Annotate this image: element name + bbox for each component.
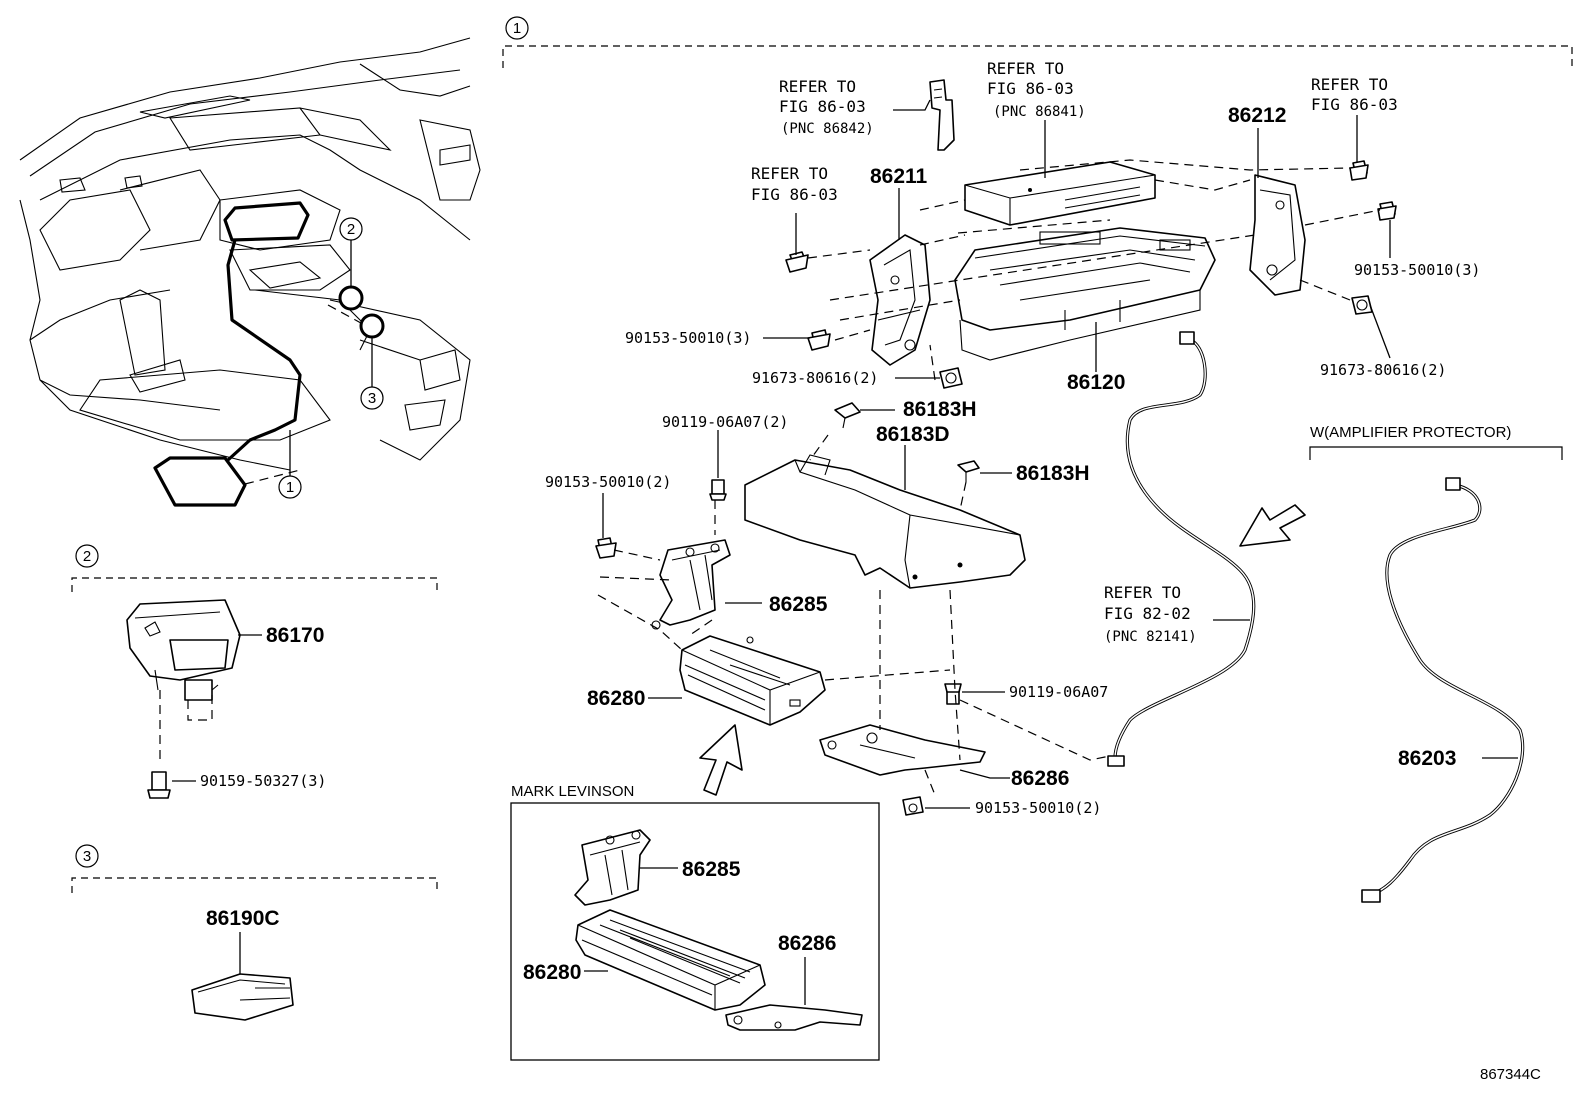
variant-label-amplifier-protector: W(AMPLIFIER PROTECTOR) bbox=[1310, 424, 1511, 441]
assembly-dashed-lines-top bbox=[807, 159, 1381, 381]
ml-part-number-86286: 86286 bbox=[778, 932, 836, 955]
part-86190C-illustration bbox=[191, 932, 294, 1021]
variant-label-mark-levinson: MARK LEVINSON bbox=[511, 783, 634, 800]
radio-receiver-86120-illustration bbox=[954, 227, 1216, 361]
svg-text:FIG 82-02: FIG 82-02 bbox=[1104, 604, 1191, 623]
ref-fig-86-03-left: REFER TO FIG 86-03 bbox=[751, 164, 838, 204]
svg-text:REFER TO: REFER TO bbox=[987, 59, 1064, 78]
svg-text:(PNC 82141): (PNC 82141) bbox=[1104, 629, 1197, 645]
part-number-86120: 86120 bbox=[1067, 371, 1125, 394]
clip-86183H-illustration bbox=[834, 402, 980, 482]
part-number-86286: 86286 bbox=[1011, 767, 1069, 790]
svg-text:FIG 86-03: FIG 86-03 bbox=[779, 97, 866, 116]
part-number-86203: 86203 bbox=[1398, 747, 1456, 770]
svg-text:3: 3 bbox=[83, 848, 91, 865]
overview-marker-3: 3 bbox=[360, 386, 384, 410]
bracket-86285-illustration bbox=[651, 539, 731, 630]
wire-86203-illustration bbox=[1361, 477, 1525, 903]
ml-bracket-86285-illustration bbox=[574, 829, 651, 906]
direction-arrow-ml bbox=[699, 724, 743, 796]
amplifier-cover-86183D-illustration bbox=[744, 454, 1026, 589]
ml-amplifier-86280-illustration bbox=[575, 909, 766, 1011]
svg-text:REFER TO: REFER TO bbox=[751, 164, 828, 183]
amplifier-protector-bracket bbox=[1309, 446, 1563, 460]
part-number-86170: 86170 bbox=[266, 624, 324, 647]
svg-text:FIG 86-03: FIG 86-03 bbox=[751, 185, 838, 204]
dashboard-overview-illustration bbox=[19, 37, 481, 507]
assembly-dashed-lines-amp bbox=[597, 434, 1111, 796]
part-number-86183D: 86183D bbox=[876, 423, 950, 446]
svg-text:REFER TO: REFER TO bbox=[1311, 75, 1388, 94]
svg-text:FIG 86-03: FIG 86-03 bbox=[987, 79, 1074, 98]
fastener-91673-80616-2-right: 91673-80616(2) bbox=[1320, 361, 1446, 379]
svg-text:2: 2 bbox=[83, 548, 91, 565]
part-number-86280: 86280 bbox=[587, 687, 645, 710]
bracket-86211-illustration bbox=[869, 234, 931, 366]
fastener-90119-06A07-2: 90119-06A07(2) bbox=[662, 413, 788, 431]
wire-harness-82141-illustration bbox=[1107, 331, 1256, 767]
leaders-head-unit bbox=[763, 99, 1391, 379]
ref-pnc-82141: REFER TO FIG 82-02 (PNC 82141) bbox=[1104, 583, 1197, 645]
ml-leaders bbox=[584, 867, 806, 1005]
svg-text:3: 3 bbox=[368, 390, 376, 407]
svg-text:2: 2 bbox=[347, 221, 355, 238]
direction-arrow-protector bbox=[1239, 504, 1306, 547]
fastener-90153-50010-3-right: 90153-50010(3) bbox=[1354, 261, 1480, 279]
ml-bracket-86286-illustration bbox=[725, 1004, 863, 1031]
section-1-header: 1 bbox=[502, 16, 1573, 68]
part-number-86183H-top: 86183H bbox=[903, 398, 977, 421]
svg-text:FIG 86-03: FIG 86-03 bbox=[1311, 95, 1398, 114]
part-86170-illustration bbox=[126, 599, 241, 799]
connector-86842-illustration bbox=[929, 79, 955, 151]
svg-text:(PNC 86841): (PNC 86841) bbox=[993, 104, 1086, 120]
section-2-header: 2 bbox=[71, 544, 438, 592]
ref-pnc-86842: REFER TO FIG 86-03 (PNC 86842) bbox=[779, 77, 874, 137]
fastener-90153-50010-2-bottom: 90153-50010(2) bbox=[975, 799, 1101, 817]
ref-fig-86-03-right: REFER TO FIG 86-03 bbox=[1311, 75, 1398, 114]
part-number-86212: 86212 bbox=[1228, 104, 1286, 127]
head-unit-module-illustration bbox=[964, 161, 1156, 226]
bracket-86286-illustration bbox=[819, 724, 986, 776]
fastener-90159-50327-3: 90159-50327(3) bbox=[200, 772, 326, 790]
leaders-amplifier bbox=[602, 409, 1012, 809]
overview-marker-1: 1 bbox=[278, 475, 302, 499]
svg-text:1: 1 bbox=[286, 479, 294, 496]
part-number-86190C: 86190C bbox=[206, 907, 280, 930]
svg-text:REFER TO: REFER TO bbox=[779, 77, 856, 96]
ml-part-number-86280: 86280 bbox=[523, 961, 581, 984]
section-3-header: 3 bbox=[71, 844, 438, 893]
part-number-86285: 86285 bbox=[769, 593, 828, 616]
fastener-91673-80616-2-left: 91673-80616(2) bbox=[752, 369, 878, 387]
svg-text:1: 1 bbox=[513, 20, 521, 37]
ref-pnc-86841: REFER TO FIG 86-03 (PNC 86841) bbox=[987, 59, 1086, 120]
ml-part-number-86285: 86285 bbox=[682, 858, 741, 881]
fastener-90153-50010-2-top: 90153-50010(2) bbox=[545, 473, 671, 491]
mark-levinson-box bbox=[510, 802, 880, 1061]
amplifier-86280-illustration bbox=[679, 635, 826, 726]
fastener-90119-06A07: 90119-06A07 bbox=[1009, 683, 1108, 701]
svg-text:(PNC 86842): (PNC 86842) bbox=[781, 121, 874, 137]
diagram-id: 867344C bbox=[1480, 1066, 1541, 1083]
fastener-90153-50010-3-left: 90153-50010(3) bbox=[625, 329, 751, 347]
bracket-86212-illustration bbox=[1249, 174, 1306, 296]
svg-text:REFER TO: REFER TO bbox=[1104, 583, 1181, 602]
part-number-86211: 86211 bbox=[870, 165, 928, 188]
part-number-86183H-side: 86183H bbox=[1016, 462, 1090, 485]
overview-marker-2: 2 bbox=[339, 217, 363, 241]
